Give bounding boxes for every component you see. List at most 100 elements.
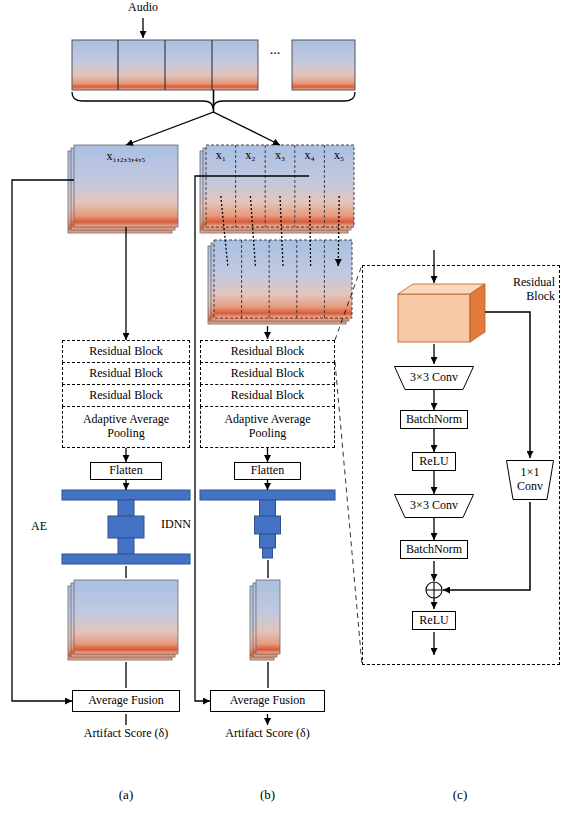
trapezoid-outline bbox=[395, 367, 474, 390]
panel-label: (b) bbox=[188, 788, 348, 803]
dense-layer bbox=[62, 554, 190, 564]
flow-arrow bbox=[433, 344, 434, 364]
node-text: Residual Block bbox=[231, 345, 305, 359]
output-label: Artifact Score (δ) bbox=[46, 727, 206, 741]
fusion-box: Average Fusion bbox=[72, 690, 180, 712]
node-text: ReLU bbox=[419, 455, 448, 469]
text-slot: x₁ bbox=[206, 148, 236, 164]
batchnorm-box: BatchNorm bbox=[400, 540, 468, 559]
conv-layer: 3×3 Conv bbox=[394, 366, 474, 390]
node-text: Flatten bbox=[251, 464, 284, 478]
text-slot: x₅ bbox=[324, 148, 354, 164]
text-slot: IDNN bbox=[155, 515, 191, 535]
spectrogram-layer bbox=[74, 580, 178, 654]
text-slot: x₂ bbox=[236, 148, 266, 164]
residual-block: Residual Block bbox=[200, 340, 335, 363]
idnn-network: IDNN bbox=[155, 490, 335, 560]
node-text: Average Fusion bbox=[230, 694, 305, 708]
dense-layer bbox=[260, 534, 276, 548]
text-slot: x₁,₂,₃,₄,₅ bbox=[74, 148, 178, 166]
relu-box: ReLU bbox=[412, 611, 456, 630]
panel-label: (a) bbox=[46, 788, 206, 803]
text-slot: Residual Block bbox=[499, 274, 555, 306]
zoom-region: Residual Block3×3 ConvBatchNormReLU3×3 C… bbox=[362, 265, 560, 665]
node-text: Adaptive Average Pooling bbox=[218, 413, 318, 441]
flatten-box: Flatten bbox=[234, 462, 301, 480]
node-text: x₂ bbox=[245, 149, 255, 163]
residual-block: Residual Block bbox=[200, 384, 335, 407]
dense-layer bbox=[118, 500, 134, 516]
trapezoid-outline bbox=[395, 495, 474, 518]
segment-divider bbox=[118, 40, 212, 90]
node-text: Residual Block bbox=[231, 367, 305, 381]
spectrogram bbox=[72, 40, 258, 90]
segment-divider bbox=[242, 240, 325, 318]
batchnorm-box: BatchNorm bbox=[400, 410, 468, 429]
node-text: x₁,₂,₃,₄,₅ bbox=[107, 150, 146, 164]
flow-connector bbox=[433, 390, 434, 410]
idnn-layers bbox=[200, 490, 335, 558]
node-text: Residual Block bbox=[89, 345, 163, 359]
node-text: IDNN bbox=[161, 518, 191, 532]
dense-layer bbox=[108, 516, 144, 538]
node-text: 3×3 Conv bbox=[410, 371, 458, 385]
dense-layer bbox=[260, 500, 276, 516]
node-text: 1×1 Conv bbox=[515, 466, 545, 494]
residual-block: Residual Block bbox=[200, 362, 335, 385]
fusion-box: Average Fusion bbox=[210, 690, 325, 712]
feature-cube bbox=[398, 294, 470, 342]
trapezoid-outline bbox=[507, 461, 554, 500]
node-text: ... bbox=[270, 42, 281, 58]
node-text: x₃ bbox=[275, 149, 285, 163]
sum-symbol bbox=[426, 582, 442, 598]
flow-connector bbox=[267, 448, 268, 462]
panel-label: (c) bbox=[380, 788, 540, 803]
spectrogram-stack: x₁,₂,₃,₄,₅ bbox=[74, 145, 178, 227]
node-text: Residual Block bbox=[89, 389, 163, 403]
residual-block: Residual Block bbox=[62, 384, 190, 407]
flow-connector bbox=[267, 480, 268, 490]
flow-arrow bbox=[433, 561, 434, 581]
flow-connector bbox=[433, 471, 434, 494]
node-text: x₄ bbox=[305, 149, 315, 163]
node-text: BatchNorm bbox=[406, 543, 462, 557]
pooling-box: Adaptive Average Pooling bbox=[200, 406, 335, 448]
node-text: BatchNorm bbox=[406, 413, 462, 427]
spectrogram-layer bbox=[206, 145, 354, 227]
flow-connector bbox=[125, 448, 126, 462]
flow-connector bbox=[433, 429, 434, 452]
flow-connector bbox=[433, 518, 434, 540]
node-text: ReLU bbox=[419, 614, 448, 628]
skip-line bbox=[206, 175, 309, 176]
text-slot: AE bbox=[24, 517, 54, 537]
flow-arrow bbox=[267, 326, 268, 339]
segment-divider bbox=[236, 145, 325, 227]
dense-layer bbox=[118, 538, 134, 554]
flow-connector bbox=[125, 480, 126, 490]
output-label: Artifact Score (δ) bbox=[188, 727, 348, 741]
spectrogram-layer bbox=[214, 240, 352, 318]
residual-block: Residual Block bbox=[62, 362, 190, 385]
node-text: Residual Block bbox=[499, 276, 555, 304]
audio-strip: ... bbox=[72, 40, 355, 90]
flow-arrow bbox=[433, 250, 434, 283]
text-slot: x₃ bbox=[265, 148, 295, 164]
text-slot: x₄ bbox=[295, 148, 325, 164]
zoom-line bbox=[335, 265, 362, 665]
dense-layer bbox=[263, 548, 273, 558]
segmented-stack: x₁ x₂ x₃ x₄ x₅ bbox=[206, 145, 354, 227]
node-text: Adaptive Average Pooling bbox=[76, 413, 176, 441]
node-text: x₁ bbox=[216, 149, 226, 163]
pooling-box: Adaptive Average Pooling bbox=[62, 406, 190, 448]
shortcut-line bbox=[485, 312, 530, 458]
feature-cube bbox=[470, 284, 485, 342]
spectrogram bbox=[292, 40, 355, 90]
spectrogram-layer bbox=[256, 580, 280, 654]
flow-arrow bbox=[433, 598, 434, 609]
node-text: Residual Block bbox=[89, 367, 163, 381]
input-arrow bbox=[142, 18, 143, 38]
conv-layer: 3×3 Conv bbox=[394, 494, 474, 518]
autoencoder-layers bbox=[62, 490, 190, 564]
node-text: AE bbox=[31, 520, 47, 534]
text-slot: ... bbox=[258, 42, 292, 58]
